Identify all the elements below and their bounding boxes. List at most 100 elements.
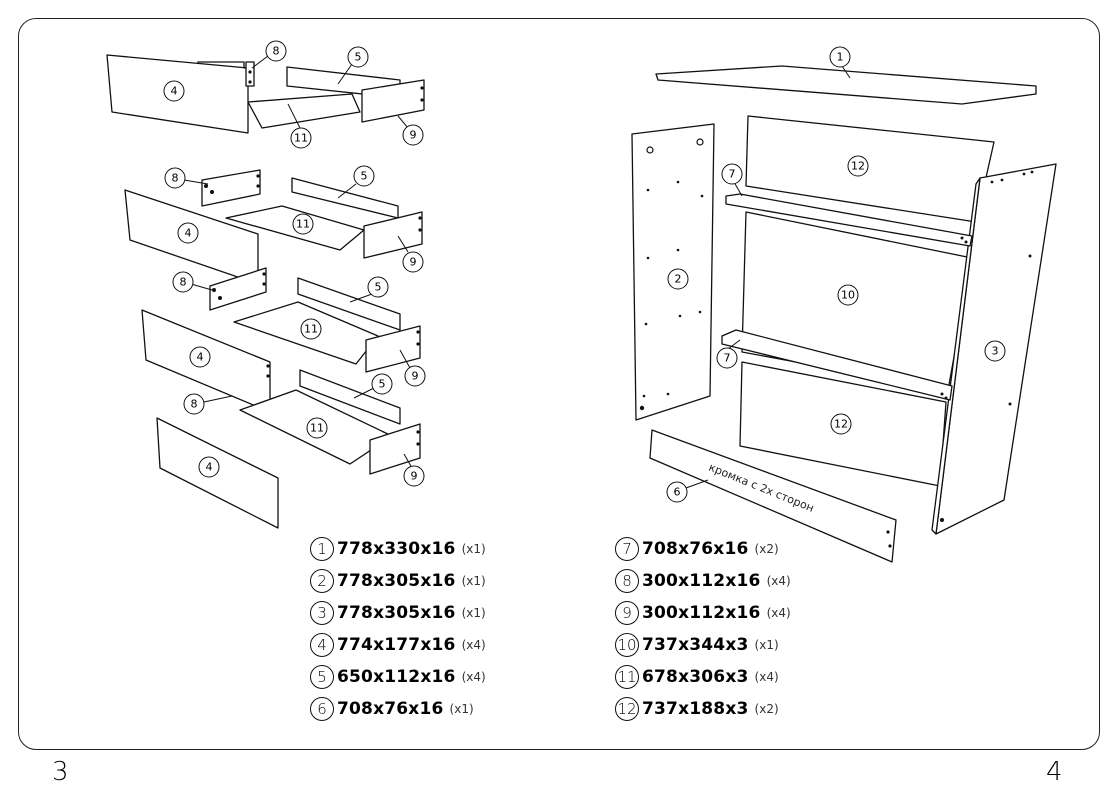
callout-5: 5 (371, 373, 393, 395)
callout-3: 3 (984, 340, 1006, 362)
part-dimensions: 708x76x16 (337, 699, 444, 719)
part-number-badge: 9 (615, 601, 639, 625)
parts-list-item: 9 300x112x16 (x4) (615, 599, 791, 627)
callout-8: 8 (183, 393, 205, 415)
callout-11: 11 (292, 213, 314, 235)
svg-text:12: 12 (834, 418, 848, 431)
drawer-side-panel (299, 369, 401, 425)
parts-list-item: 6 708x76x16 (x1) (310, 695, 474, 723)
parts-list-item: 5 650x112x16 (x4) (310, 663, 486, 691)
part-number-badge: 2 (310, 569, 334, 593)
part-quantity: (x1) (449, 702, 474, 716)
svg-text:11: 11 (304, 323, 318, 336)
part-number-badge: 5 (310, 665, 334, 689)
parts-list-item: 10 737x344x3 (x1) (615, 631, 779, 659)
parts-list-item: 8 300x112x16 (x4) (615, 567, 791, 595)
svg-text:9: 9 (412, 370, 419, 383)
callout-9: 9 (402, 251, 424, 273)
part-dimensions: 737x188x3 (642, 699, 749, 719)
callout-8: 8 (265, 40, 287, 62)
dowel-holes (204, 70, 1034, 548)
callout-5: 5 (353, 165, 375, 187)
part-dimensions: 708x76x16 (642, 539, 749, 559)
part-dimensions: 774x177x16 (337, 635, 456, 655)
part-dimensions: 778x305x16 (337, 603, 456, 623)
part-number-badge: 6 (310, 697, 334, 721)
callout-11: 11 (306, 417, 328, 439)
drawer-bottom-panel (247, 93, 361, 129)
svg-text:5: 5 (375, 281, 382, 294)
svg-text:8: 8 (180, 276, 187, 289)
part-quantity: (x2) (754, 702, 779, 716)
svg-text:6: 6 (674, 486, 681, 499)
drawer-2 (124, 169, 423, 285)
callout-4: 4 (177, 222, 199, 244)
svg-text:4: 4 (197, 351, 204, 364)
svg-text:7: 7 (729, 168, 736, 181)
page-number-left: 3 (52, 757, 69, 787)
callout-11: 11 (290, 127, 312, 149)
svg-text:3: 3 (992, 345, 999, 358)
shelf-rail-upper (725, 193, 973, 247)
callout-5: 5 (367, 276, 389, 298)
plinth-board (649, 429, 897, 563)
part-number-badge: 3 (310, 601, 334, 625)
top-panel (655, 65, 1037, 105)
parts-list-item: 1 778x330x16 (x1) (310, 535, 486, 563)
drawer-back-panel (365, 325, 421, 373)
parts-list-item: 3 778x305x16 (x1) (310, 599, 486, 627)
svg-text:8: 8 (191, 398, 198, 411)
svg-text:7: 7 (724, 352, 731, 365)
svg-text:4: 4 (185, 227, 192, 240)
svg-text:4: 4 (206, 461, 213, 474)
part-quantity: (x4) (461, 638, 486, 652)
carcass (631, 65, 1057, 563)
parts-list-item: 2 778x305x16 (x1) (310, 567, 486, 595)
callout-8: 8 (164, 167, 186, 189)
parts-list-item: 11 678x306x3 (x4) (615, 663, 779, 691)
callout-9: 9 (403, 465, 425, 487)
svg-text:5: 5 (361, 170, 368, 183)
shelf-rail-lower (721, 329, 953, 401)
part-quantity: (x1) (461, 542, 486, 556)
callout-7: 7 (721, 163, 743, 185)
part-dimensions: 300x112x16 (642, 571, 761, 591)
svg-text:11: 11 (310, 422, 324, 435)
callout-11: 11 (300, 318, 322, 340)
part-quantity: (x4) (766, 574, 791, 588)
part-quantity: (x2) (754, 542, 779, 556)
callout-5: 5 (347, 46, 369, 68)
part-dimensions: 737x344x3 (642, 635, 749, 655)
callout-4: 4 (198, 456, 220, 478)
part-dimensions: 650x112x16 (337, 667, 456, 687)
svg-text:10: 10 (841, 289, 855, 302)
callout-4: 4 (189, 346, 211, 368)
parts-list-item: 4 774x177x16 (x4) (310, 631, 486, 659)
part-quantity: (x4) (461, 670, 486, 684)
part-dimensions: 778x330x16 (337, 539, 456, 559)
part-quantity: (x1) (461, 606, 486, 620)
part-dimensions: 678x306x3 (642, 667, 749, 687)
callout-4: 4 (163, 80, 185, 102)
svg-text:9: 9 (410, 256, 417, 269)
parts-list-item: 7 708x76x16 (x2) (615, 535, 779, 563)
part-quantity: (x1) (461, 574, 486, 588)
drawer-side-panel (297, 277, 401, 331)
drawer-back-panel (369, 423, 421, 475)
parts-list-item: 12 737x188x3 (x2) (615, 695, 779, 723)
page-number-right: 4 (1046, 757, 1063, 787)
callout-6: 6 (666, 481, 688, 503)
svg-text:2: 2 (675, 273, 682, 286)
callout-1: 1 (829, 46, 851, 68)
callout-8: 8 (172, 271, 194, 293)
part-number-badge: 11 (615, 665, 639, 689)
part-number-badge: 8 (615, 569, 639, 593)
svg-text:8: 8 (172, 172, 179, 185)
callout-12: 12 (847, 155, 869, 177)
callout-9: 9 (404, 365, 426, 387)
svg-text:8: 8 (273, 45, 280, 58)
svg-text:5: 5 (379, 378, 386, 391)
svg-text:11: 11 (294, 132, 308, 145)
callout-10: 10 (837, 284, 859, 306)
